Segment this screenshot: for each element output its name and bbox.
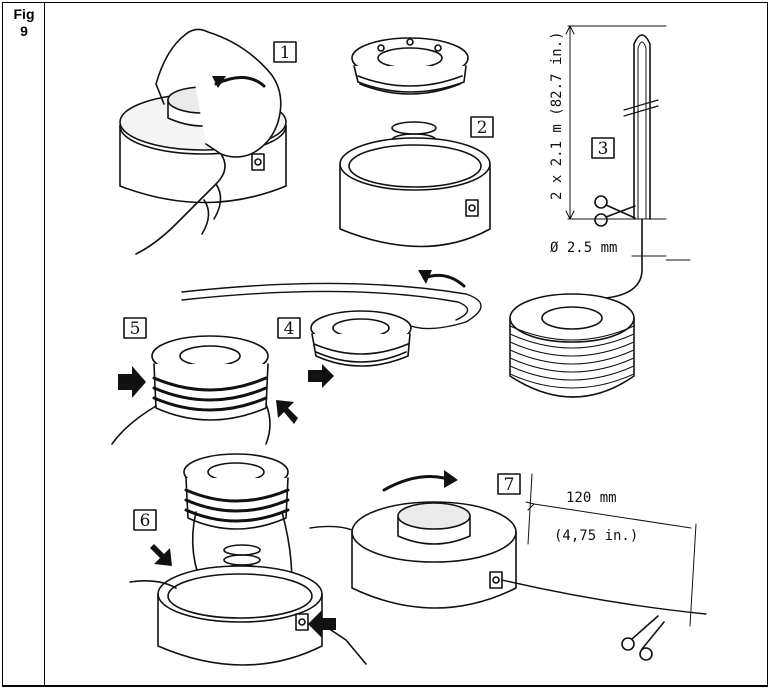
line-diameter-label: Ø 2.5 mm (550, 240, 617, 256)
line-length-label: 2 x 2.1 m (82.7 in.) (549, 31, 565, 200)
bottom-rule (2, 686, 768, 687)
figure-label-word: Fig (13, 6, 35, 22)
trimmer-head-illustration: 1 2 (111, 25, 707, 666)
step-6-number: 6 (140, 511, 151, 531)
step-1-box (273, 41, 297, 63)
push-arrow-icon (276, 400, 298, 424)
rotate-arrow-icon (382, 475, 446, 492)
hand-icon (185, 28, 282, 158)
step-6-box (133, 509, 157, 531)
push-arrow-icon (308, 610, 336, 638)
step-5-number: 5 (130, 319, 141, 339)
step-5-box (123, 317, 147, 339)
scissors-icon (621, 615, 665, 661)
step-1-open-head: 1 (119, 28, 297, 255)
step-2-exploded-head: 2 (339, 37, 494, 248)
step-6-reassemble: 6 (129, 453, 367, 666)
column-divider (44, 2, 45, 686)
step-1-number: 1 (280, 43, 291, 63)
line-coil-icon (509, 293, 635, 398)
step-4-number: 4 (284, 319, 295, 339)
step-7-trim-line: 7 120 mm (4,75 in.) (309, 470, 707, 661)
step-7-number: 7 (504, 475, 515, 495)
figure-label: Fig 9 (6, 6, 42, 40)
scissors-icon (594, 195, 636, 227)
push-arrow-icon (150, 544, 172, 566)
step-4-insert-line: 4 (181, 270, 482, 388)
trim-length-in: (4,75 in.) (554, 528, 638, 544)
step-5-wind-line: 5 (111, 317, 298, 445)
push-arrow-icon (118, 366, 146, 398)
step-3-number: 3 (598, 139, 609, 159)
step-7-box (497, 473, 521, 495)
step-3-box (591, 137, 615, 159)
step-2-box (470, 116, 494, 138)
step-3-line-spec: 3 2 x 2.1 m (82.7 in.) Ø 2.5 mm (509, 25, 691, 398)
step-4-box (277, 317, 301, 339)
step-2-number: 2 (477, 118, 488, 138)
figure-label-number: 9 (20, 23, 28, 39)
trim-length-mm: 120 mm (566, 490, 617, 506)
push-arrow-icon (308, 364, 334, 388)
